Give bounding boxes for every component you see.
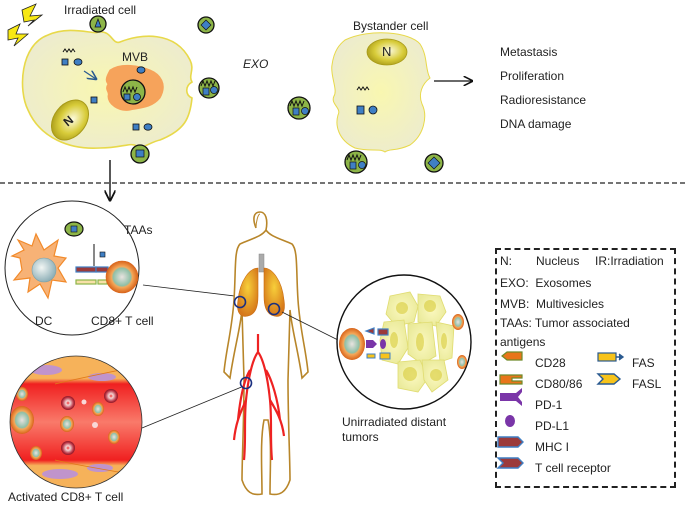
irradiation-lightning-icon bbox=[7, 3, 44, 47]
exosome-icon bbox=[424, 153, 444, 173]
exosome-icon bbox=[130, 144, 150, 164]
cd80-icon bbox=[499, 374, 523, 385]
legend-tcr: T cell receptor bbox=[535, 461, 611, 475]
arrow-icon bbox=[83, 71, 96, 79]
exosome-icon bbox=[64, 221, 84, 237]
effect-item: Proliferation bbox=[500, 69, 565, 83]
tumor-label-line2: tumors bbox=[342, 430, 379, 444]
effect-item: Radioresistance bbox=[500, 93, 587, 107]
legend-cd28: CD28 bbox=[535, 356, 566, 370]
tumor-inset bbox=[336, 274, 472, 410]
exosome-icon bbox=[198, 77, 220, 99]
legend-fasl: FASL bbox=[632, 377, 662, 391]
legend-mvb: MVB: Multivesicles bbox=[500, 297, 605, 311]
human-body-icon bbox=[223, 211, 309, 496]
exosome-icon bbox=[197, 16, 215, 34]
blood-vessel-inset bbox=[9, 355, 143, 489]
mvb-label: MVB bbox=[122, 50, 149, 64]
cd28-icon bbox=[501, 351, 523, 361]
connector-line bbox=[141, 385, 245, 429]
tumor-label-line1: Unirradiated distant bbox=[342, 415, 447, 429]
pdl1-icon bbox=[505, 415, 515, 427]
legend-ir: IR:Irradiation bbox=[595, 254, 664, 268]
tcr-icon bbox=[496, 457, 524, 469]
dc-label: DC bbox=[35, 314, 53, 328]
exosome-icon bbox=[89, 15, 107, 33]
bystander-cell bbox=[331, 32, 431, 153]
legend-exo: EXO: Exosomes bbox=[500, 276, 592, 290]
legend-box bbox=[495, 248, 676, 488]
legend-icons bbox=[496, 351, 625, 469]
fasl-icon bbox=[596, 373, 622, 385]
bystander-cell-label: Bystander cell bbox=[353, 19, 429, 33]
legend-mhc: MHC I bbox=[535, 440, 569, 454]
pd1-icon bbox=[500, 388, 522, 406]
exosome-icon bbox=[344, 150, 368, 174]
legend-taas-1: TAAs: Tumor associated bbox=[500, 316, 630, 330]
exosome-icon bbox=[287, 96, 311, 120]
effects-list: Metastasis Proliferation Radioresistance… bbox=[500, 40, 586, 136]
effect-item: DNA damage bbox=[500, 117, 572, 131]
connector-line bbox=[281, 311, 339, 341]
irradiated-cell bbox=[21, 29, 194, 149]
legend-n-key: N: bbox=[500, 254, 512, 268]
legend-pd1: PD-1 bbox=[535, 398, 563, 412]
taas-label: TAAs bbox=[124, 223, 153, 237]
exo-label: EXO bbox=[243, 57, 269, 71]
legend-n-value: Nucleus bbox=[536, 254, 580, 268]
activated-cd8-label: Activated CD8+ T cell bbox=[8, 490, 124, 504]
bystander-nucleus-label: N bbox=[382, 44, 392, 59]
t-cell-icon bbox=[105, 260, 139, 294]
legend-taas-2: antigens bbox=[500, 335, 546, 349]
irradiated-cell-label: Irradiated cell bbox=[64, 3, 137, 17]
mhc-icon bbox=[497, 436, 524, 448]
legend-fas: FAS bbox=[632, 356, 655, 370]
effect-item: Metastasis bbox=[500, 45, 558, 59]
cd8-tcell-label: CD8+ T cell bbox=[91, 314, 154, 328]
legend-pdl1: PD-L1 bbox=[535, 419, 570, 433]
exosomes bbox=[89, 15, 444, 174]
nucleus-icon bbox=[50, 99, 90, 141]
fas-icon bbox=[597, 352, 625, 362]
dc-tcell-inset bbox=[4, 200, 140, 336]
nucleus-icon bbox=[366, 38, 408, 66]
legend-cd80: CD80/86 bbox=[535, 377, 583, 391]
